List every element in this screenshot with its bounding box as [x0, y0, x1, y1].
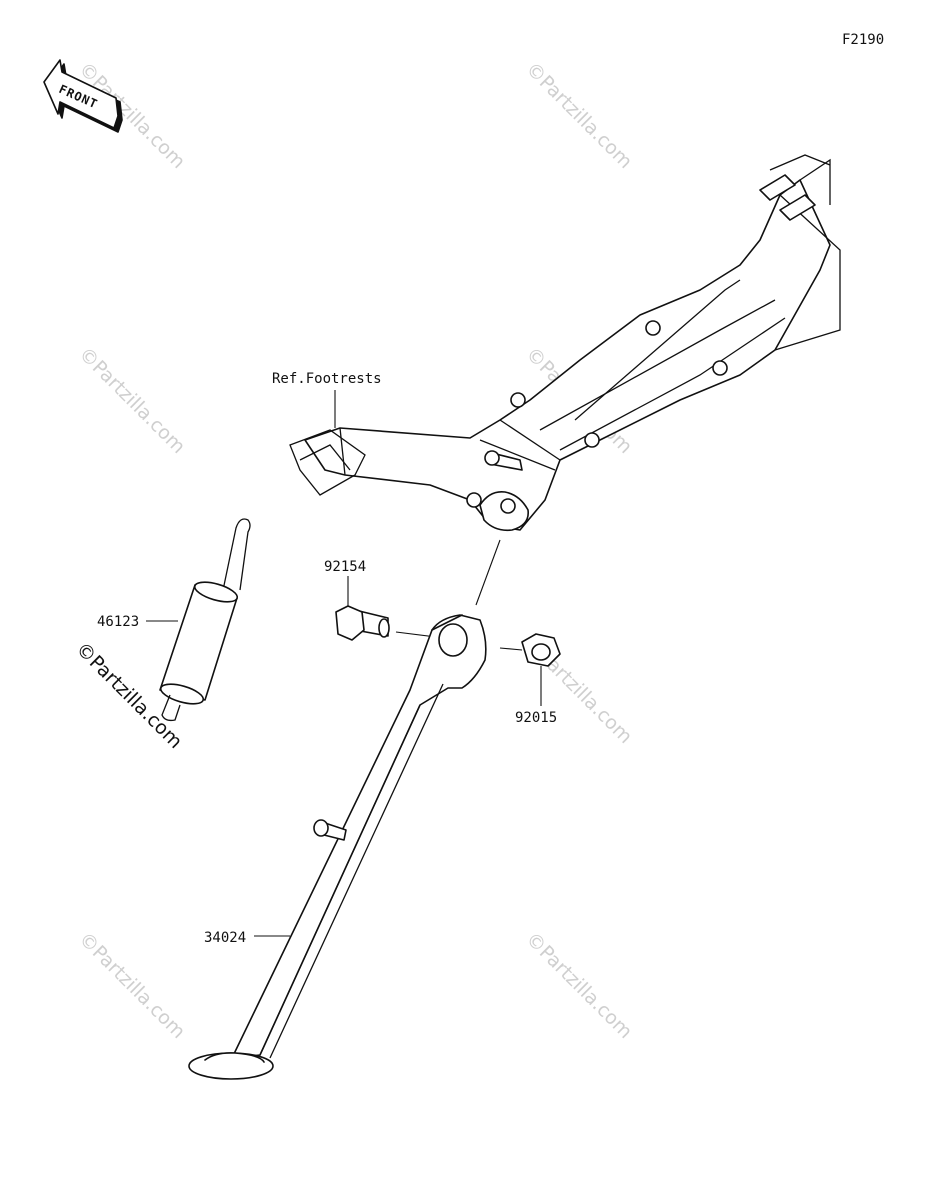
figure-code: F2190	[842, 32, 884, 48]
front-arrow-icon: FRONT	[43, 59, 123, 133]
side-stand-34024	[188, 614, 487, 1080]
watermarks: ©Partzilla.com ©Partzilla.com ©Partzilla…	[71, 58, 636, 1043]
part-label-46123: 46123	[97, 614, 139, 630]
part-label-34024: 34024	[204, 930, 246, 946]
nut-92015	[521, 633, 561, 667]
watermark: ©Partzilla.com	[74, 343, 189, 458]
part-label-92154: 92154	[324, 559, 366, 575]
part-label-92015: 92015	[515, 710, 557, 726]
frame-bracket	[289, 154, 841, 532]
watermark: ©Partzilla.com	[521, 928, 636, 1043]
bolt-92154	[335, 605, 390, 641]
watermark: ©Partzilla.com	[74, 928, 189, 1043]
spring-46123	[159, 518, 251, 722]
watermark: ©Partzilla.com	[521, 58, 636, 173]
reference-label: Ref.Footrests	[272, 371, 382, 387]
